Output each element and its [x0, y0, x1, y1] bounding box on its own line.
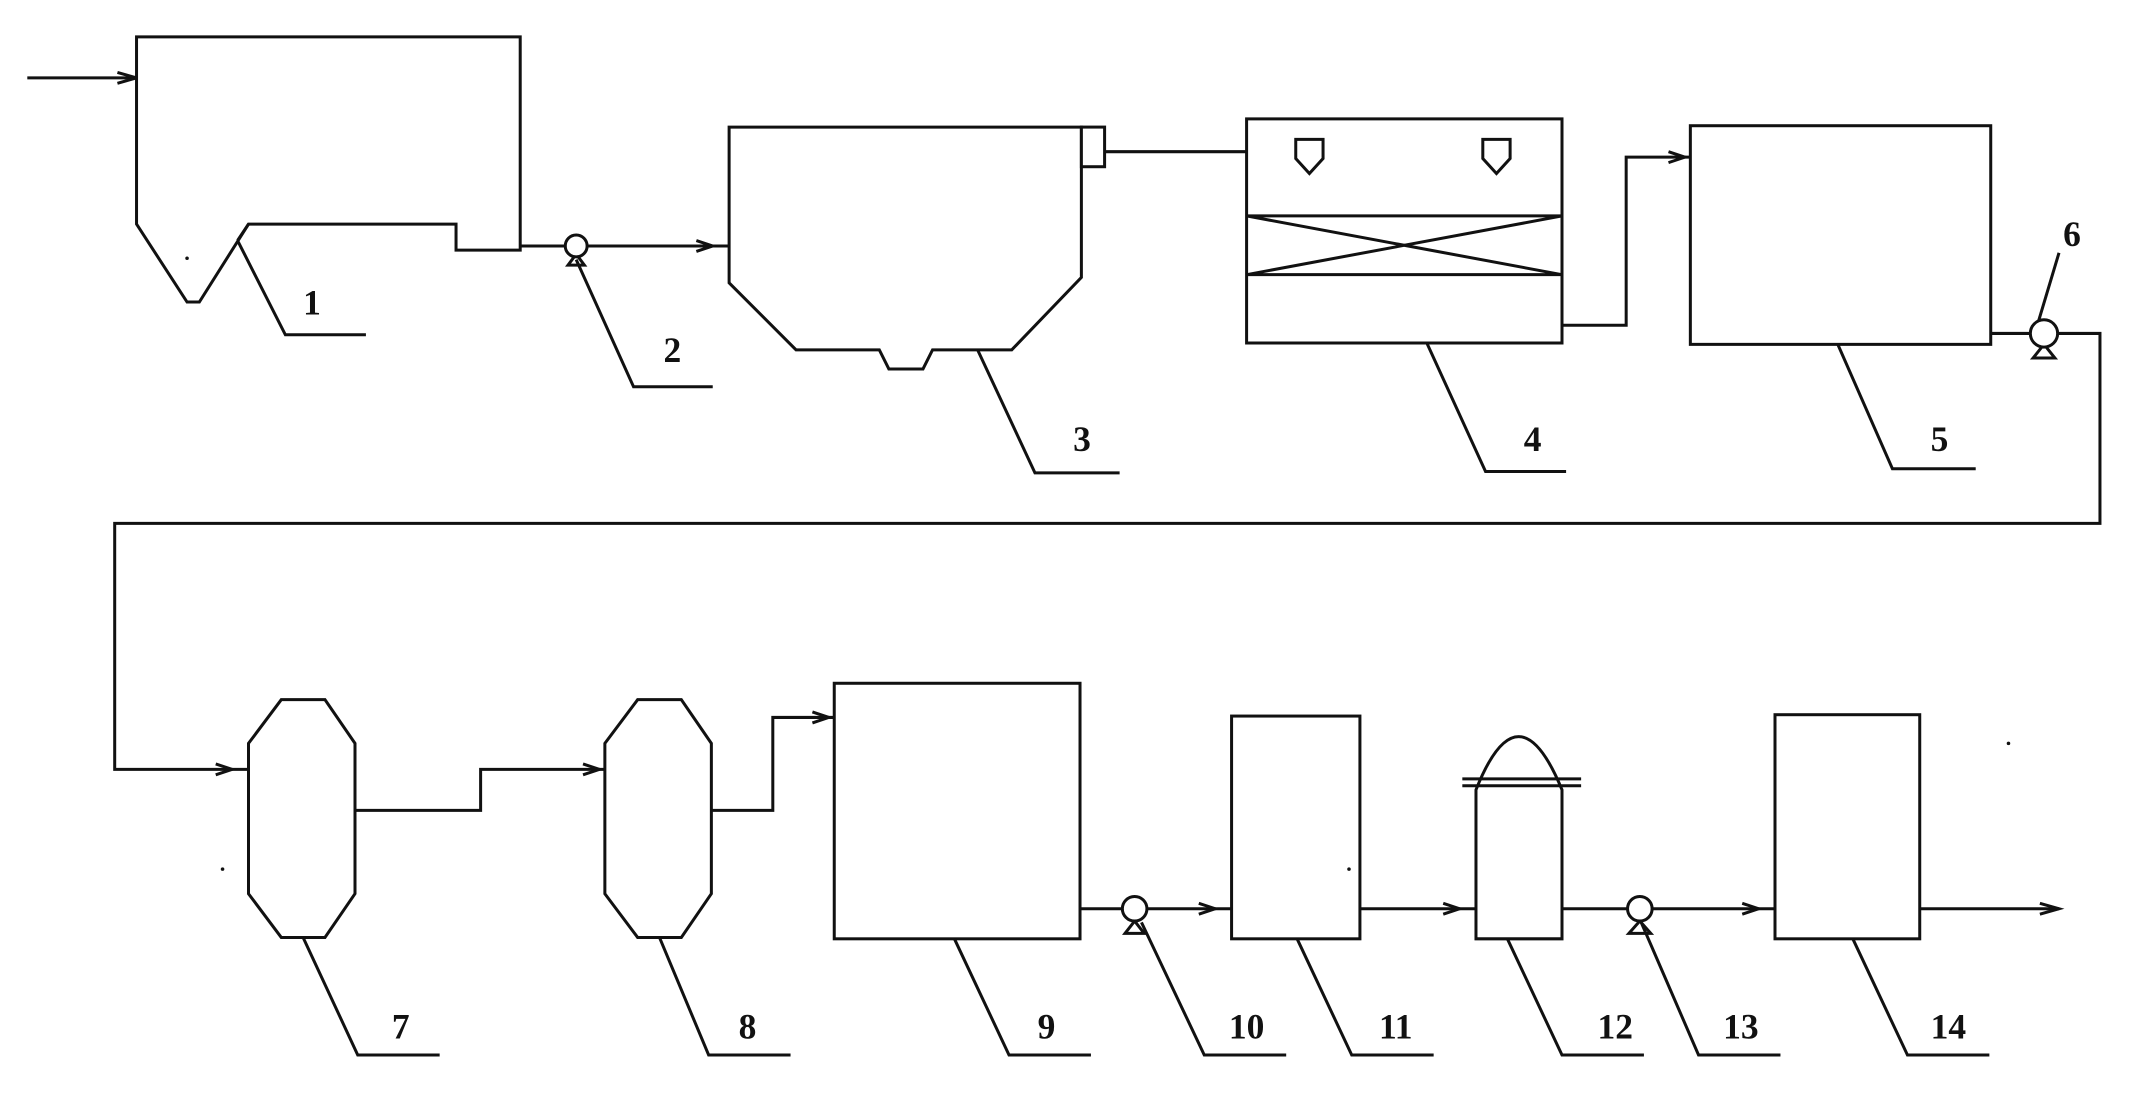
pump-6-icon [2028, 318, 2060, 360]
pump-2-icon [563, 233, 589, 267]
label-10: 10 [1229, 1007, 1264, 1047]
label-5: 5 [1931, 419, 1949, 459]
label-1: 1 [303, 282, 321, 322]
scan-specks [185, 256, 2011, 871]
label-7: 7 [392, 1007, 410, 1047]
line-11-to-12 [1359, 901, 1476, 916]
unit-12-column [1462, 735, 1582, 941]
unit-4-packed-tower [1245, 117, 1564, 345]
line-4-to-5 [1562, 150, 1691, 327]
nozzle-left-icon [1294, 137, 1325, 176]
label-11: 11 [1379, 1007, 1413, 1047]
unit-14-tank [1773, 713, 1922, 941]
unit-3-settling-tank [727, 125, 1107, 371]
label-3: 3 [1073, 419, 1091, 459]
pump-10-icon [1120, 894, 1149, 935]
label-2: 2 [664, 330, 682, 370]
unit-8-vessel [603, 698, 713, 939]
unit-9-tank [832, 681, 1082, 941]
label-9: 9 [1038, 1007, 1056, 1047]
unit-1-tank [135, 35, 522, 304]
unit-5-tank [1688, 124, 1993, 346]
label-14: 14 [1931, 1007, 1967, 1047]
label-12: 12 [1598, 1007, 1633, 1047]
label-13: 13 [1723, 1007, 1758, 1047]
line-5-to-7 [113, 331, 2102, 777]
line-7-to-8 [355, 762, 605, 812]
pump-13-icon [1625, 894, 1655, 935]
nozzle-right-icon [1481, 137, 1512, 176]
line-8-to-9 [711, 710, 835, 812]
label-8: 8 [739, 1007, 757, 1047]
label-6: 6 [2063, 214, 2081, 254]
line-1-to-3 [520, 239, 730, 253]
unit-labels: 1 2 3 4 5 6 7 8 9 10 11 12 13 14 [303, 214, 2081, 1047]
outlet-line [1919, 901, 2065, 916]
unit-7-vessel [246, 698, 357, 939]
unit-11-tank [1230, 714, 1362, 941]
line-12-to-14 [1562, 901, 1775, 916]
leader-lines [236, 239, 2061, 1057]
line-9-to-11 [1080, 901, 1232, 916]
inlet-line [27, 70, 143, 85]
label-4: 4 [1524, 419, 1542, 459]
